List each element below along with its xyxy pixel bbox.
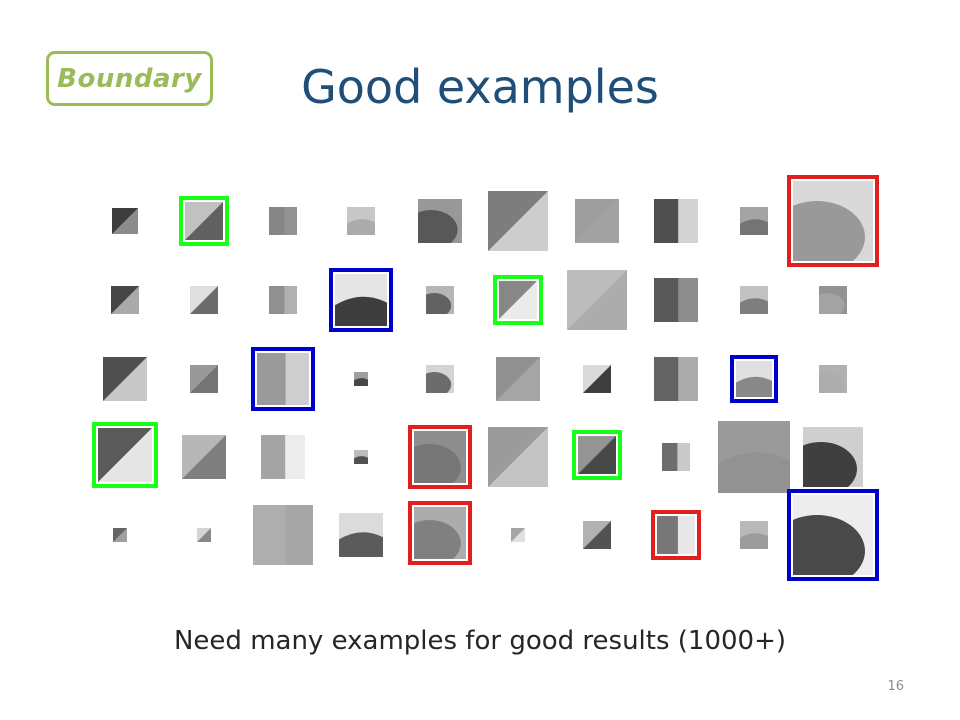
image-patch (583, 365, 611, 393)
image-patch (567, 270, 627, 330)
image-patch (185, 202, 223, 240)
image-patch (803, 427, 863, 487)
image-patch (269, 286, 297, 314)
image-patch (496, 357, 540, 401)
image-patch (740, 207, 768, 235)
slide-title: Good examples (301, 60, 659, 114)
page-number: 16 (887, 679, 904, 694)
image-patch (740, 521, 768, 549)
image-patch (793, 495, 873, 575)
image-patch (488, 427, 548, 487)
image-patch (98, 428, 152, 482)
image-patch (414, 507, 466, 559)
image-patch (269, 207, 297, 235)
image-patch (418, 199, 462, 243)
image-patch (197, 528, 211, 542)
image-patch (499, 281, 537, 319)
image-patch (736, 361, 772, 397)
image-patch (354, 450, 368, 464)
image-patch (654, 278, 698, 322)
image-patch (654, 357, 698, 401)
image-patch (578, 436, 616, 474)
image-patch (740, 286, 768, 314)
image-patch (257, 353, 309, 405)
image-patch (253, 505, 313, 565)
image-patch (583, 521, 611, 549)
image-patch (718, 421, 790, 493)
image-patch (575, 199, 619, 243)
image-patch (511, 528, 525, 542)
image-patch (426, 286, 454, 314)
image-patch (112, 208, 138, 234)
image-patch (182, 435, 226, 479)
image-patch (354, 372, 368, 386)
image-patch (414, 431, 466, 483)
image-patch (793, 181, 873, 261)
image-patch (113, 528, 127, 542)
image-patch (339, 513, 383, 557)
image-patch (261, 435, 305, 479)
image-patch (111, 286, 139, 314)
image-patch (819, 286, 847, 314)
image-patch (662, 443, 690, 471)
image-patch (347, 207, 375, 235)
image-patch (819, 365, 847, 393)
boundary-tag: Boundary (46, 51, 213, 106)
image-patch (190, 365, 218, 393)
image-patch (654, 199, 698, 243)
image-patch (190, 286, 218, 314)
image-patch (657, 516, 695, 554)
image-patch (488, 191, 548, 251)
image-patch (335, 274, 387, 326)
image-patch (426, 365, 454, 393)
image-patch (103, 357, 147, 401)
slide-caption: Need many examples for good results (100… (173, 626, 787, 656)
